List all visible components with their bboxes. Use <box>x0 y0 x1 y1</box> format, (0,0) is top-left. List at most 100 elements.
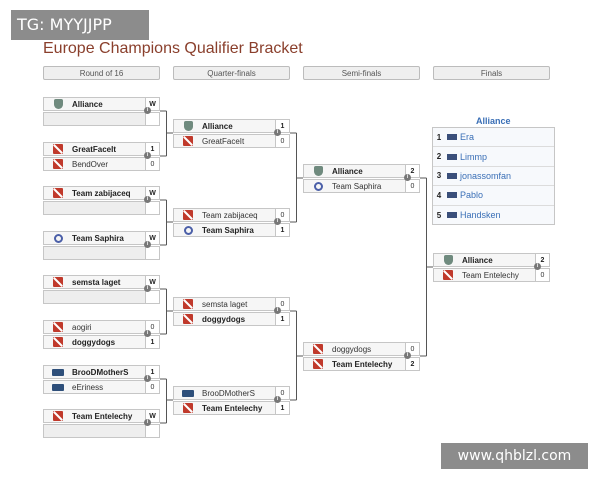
match-info-icon[interactable]: i <box>274 396 281 403</box>
blank-icon <box>52 426 64 436</box>
match-info-icon[interactable]: i <box>274 307 281 314</box>
team-name: Alliance <box>332 166 363 176</box>
match-info-icon[interactable]: i <box>144 107 151 114</box>
match-info-icon[interactable]: i <box>144 241 151 248</box>
roster-player-link[interactable]: Pablo <box>460 190 484 201</box>
roster-player-link[interactable]: Handsken <box>460 210 501 221</box>
alliance-icon <box>312 166 324 176</box>
roster-player-link[interactable]: Limmp <box>460 151 488 162</box>
dota-icon-glyph <box>313 344 323 354</box>
roster-row: 5 Handsken <box>433 206 554 225</box>
team-name: Team Saphira <box>202 225 254 235</box>
team-slot[interactable]: Team Saphira 1 <box>173 223 290 237</box>
team-name: eEriness <box>72 382 104 392</box>
match-info-icon[interactable]: i <box>144 419 151 426</box>
roster-row: 4 Pablo <box>433 186 554 206</box>
page-title: Europe Champions Qualifier Bracket <box>43 40 303 57</box>
match-info-icon[interactable]: i <box>404 174 411 181</box>
empty-slot <box>43 424 160 438</box>
match-info-icon[interactable]: i <box>144 285 151 292</box>
dota-icon <box>52 188 64 198</box>
team-score: 0 <box>275 135 289 147</box>
team-name: Alliance <box>72 99 103 109</box>
roster-player-link[interactable]: Era <box>460 132 475 143</box>
match-info-icon[interactable]: i <box>144 152 151 159</box>
dota-icon <box>52 144 64 154</box>
match-info-icon[interactable]: i <box>534 263 541 270</box>
team-score: 1 <box>275 402 289 414</box>
dota-icon <box>182 210 194 220</box>
team-name: semsta laget <box>202 299 248 309</box>
match-info-icon[interactable]: i <box>274 218 281 225</box>
dota-icon-glyph <box>53 144 63 154</box>
team-score: 2 <box>405 358 419 370</box>
alliance-icon <box>442 255 454 265</box>
empty-slot <box>43 112 160 126</box>
dota-icon <box>52 337 64 347</box>
saphira-icon <box>312 181 324 191</box>
alliance-icon <box>52 99 64 109</box>
saphira-icon-glyph <box>53 233 63 243</box>
dota-icon-glyph <box>313 359 323 369</box>
dota-icon-glyph <box>443 270 453 280</box>
team-score <box>145 291 159 303</box>
match-info-icon[interactable]: i <box>404 352 411 359</box>
alliance-icon-glyph <box>53 99 63 109</box>
match-info-icon[interactable]: i <box>274 129 281 136</box>
match-info-icon[interactable]: i <box>144 330 151 337</box>
dota-icon <box>182 136 194 146</box>
roster-number: 3 <box>436 171 442 181</box>
match-info-icon[interactable]: i <box>144 196 151 203</box>
team-name: doggydogs <box>72 337 116 347</box>
dota-icon-glyph <box>183 314 193 324</box>
empty-slot <box>43 290 160 304</box>
team-score: 0 <box>405 180 419 192</box>
player-tag-icon <box>447 134 457 141</box>
match-info-icon[interactable]: i <box>144 375 151 382</box>
team-score: 0 <box>535 269 549 281</box>
team-name: Alliance <box>202 121 233 131</box>
dota-icon <box>182 314 194 324</box>
blank-icon <box>52 292 64 302</box>
roster-number: 2 <box>436 152 442 162</box>
roster-player-link[interactable]: jonassomfan <box>460 170 512 181</box>
team-score: 1 <box>275 224 289 236</box>
player-tag-icon <box>447 192 457 199</box>
team-slot[interactable]: Team Saphira 0 <box>303 179 420 193</box>
team-score: 1 <box>275 313 289 325</box>
roster-row: 1 Era <box>433 128 554 148</box>
roster-row: 3 jonassomfan <box>433 167 554 187</box>
alliance-icon-glyph <box>183 121 193 131</box>
bottom-watermark: www.qhblzl.com <box>441 443 588 469</box>
team-name: Team Saphira <box>332 181 382 191</box>
dota-icon-glyph <box>53 411 63 421</box>
team-name: BendOver <box>72 159 109 169</box>
dota-icon <box>312 359 324 369</box>
dota-icon <box>182 403 194 413</box>
team-score <box>145 425 159 437</box>
winner-roster: 1 Era 2 Limmp 3 jonassomfan 4 Pablo 5 Ha… <box>432 127 555 225</box>
